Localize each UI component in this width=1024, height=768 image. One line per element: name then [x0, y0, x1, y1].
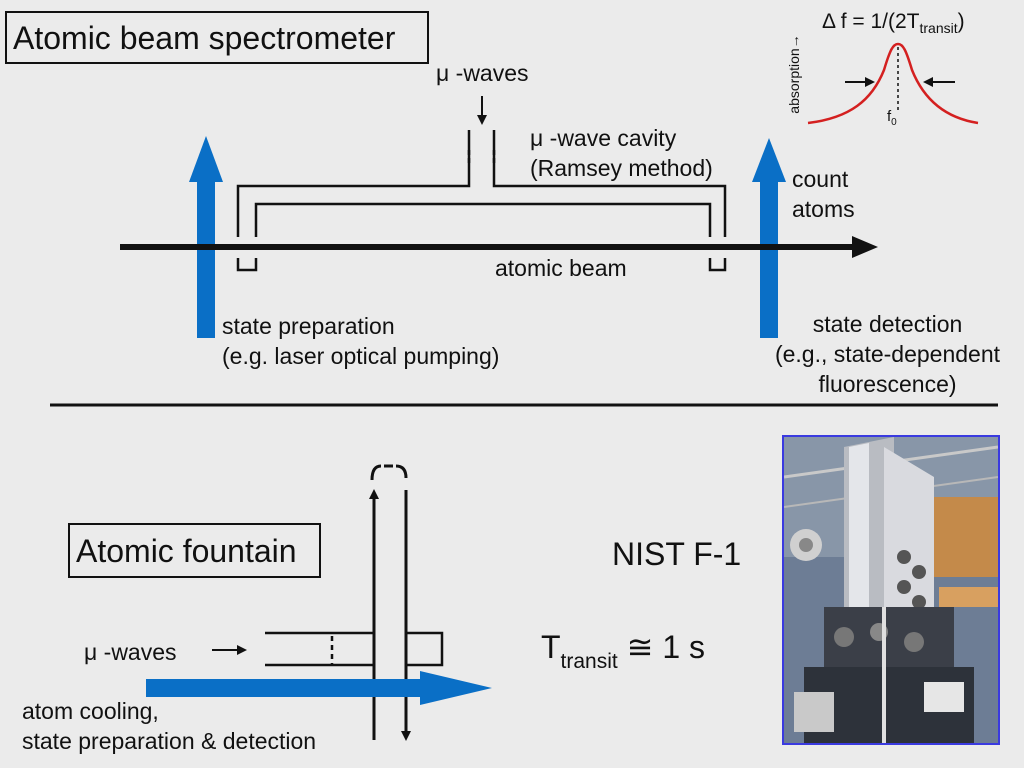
formula-sub: transit	[919, 19, 958, 36]
state-prep-line1: state preparation	[222, 313, 395, 339]
microwaves-text: -waves	[449, 60, 529, 86]
transit-time-label: Ttransit ≅ 1 s	[541, 628, 705, 674]
formula-suffix: )	[957, 10, 965, 33]
state-detection-laser-arrow	[752, 138, 786, 338]
fountain-title: Atomic fountain	[68, 523, 321, 578]
fountain-microwaves-label: μ -waves	[84, 637, 177, 667]
absorption-axis-label: absorption→	[786, 34, 802, 114]
cooling-laser-arrow	[146, 671, 492, 705]
transit-T: T	[541, 629, 561, 665]
microwaves-label: μ -waves	[436, 58, 529, 88]
linewidth-formula: Δ f = 1/(2Ttransit)	[822, 10, 965, 36]
count-atoms-label: count atoms	[792, 164, 855, 224]
spectrometer-title-text: Atomic beam spectrometer	[13, 19, 396, 56]
state-det-line1: state detection	[812, 311, 963, 337]
count-line2: atoms	[792, 196, 855, 222]
ramsey-cavity	[236, 130, 727, 272]
transit-value: ≅ 1 s	[617, 629, 706, 665]
count-line1: count	[792, 166, 849, 192]
photo-illustration	[784, 437, 998, 743]
state-prep-line2: (e.g. laser optical pumping)	[222, 343, 500, 369]
spectrometer-title: Atomic beam spectrometer	[5, 11, 429, 64]
resonance-curve-inset	[807, 42, 979, 125]
mu-symbol: μ	[436, 60, 450, 86]
cooling-line2: state preparation & detection	[22, 728, 317, 754]
fountain-microwave-cavity	[265, 631, 444, 667]
state-det-line3: fluorescence)	[818, 371, 957, 397]
resonance-curve	[807, 42, 979, 125]
state-preparation-laser-arrow	[189, 136, 223, 338]
f-sub: 0	[891, 117, 897, 128]
transit-sub: transit	[560, 650, 618, 673]
state-detection-label: state detection (e.g., state-dependent f…	[760, 309, 1015, 399]
state-det-line2: (e.g., state-dependent	[774, 341, 1001, 367]
fountain-title-text: Atomic fountain	[76, 532, 297, 569]
atomic-beam-arrow	[120, 236, 878, 258]
cooling-label: atom cooling, state preparation & detect…	[22, 696, 316, 756]
f-label: f	[887, 108, 892, 125]
mu-symbol: μ	[84, 639, 98, 665]
nist-f1-label: NIST F-1	[612, 536, 742, 572]
mu-symbol: μ	[530, 125, 544, 151]
cavity-label-line1: -wave cavity	[543, 125, 677, 151]
formula-prefix: Δ f = 1/(2T	[822, 10, 920, 33]
state-preparation-label: state preparation (e.g. laser optical pu…	[222, 311, 499, 371]
cavity-label-line2: (Ramsey method)	[530, 155, 713, 181]
atomic-beam-label: atomic beam	[495, 255, 627, 281]
fountain-microwaves-text: -waves	[97, 639, 177, 665]
cooling-line1: atom cooling,	[22, 698, 159, 724]
nist-f1-photo	[782, 435, 1000, 745]
fountain-tube	[369, 464, 411, 741]
center-frequency-label: f0	[887, 108, 897, 128]
cavity-label: μ -wave cavity (Ramsey method)	[530, 123, 713, 183]
